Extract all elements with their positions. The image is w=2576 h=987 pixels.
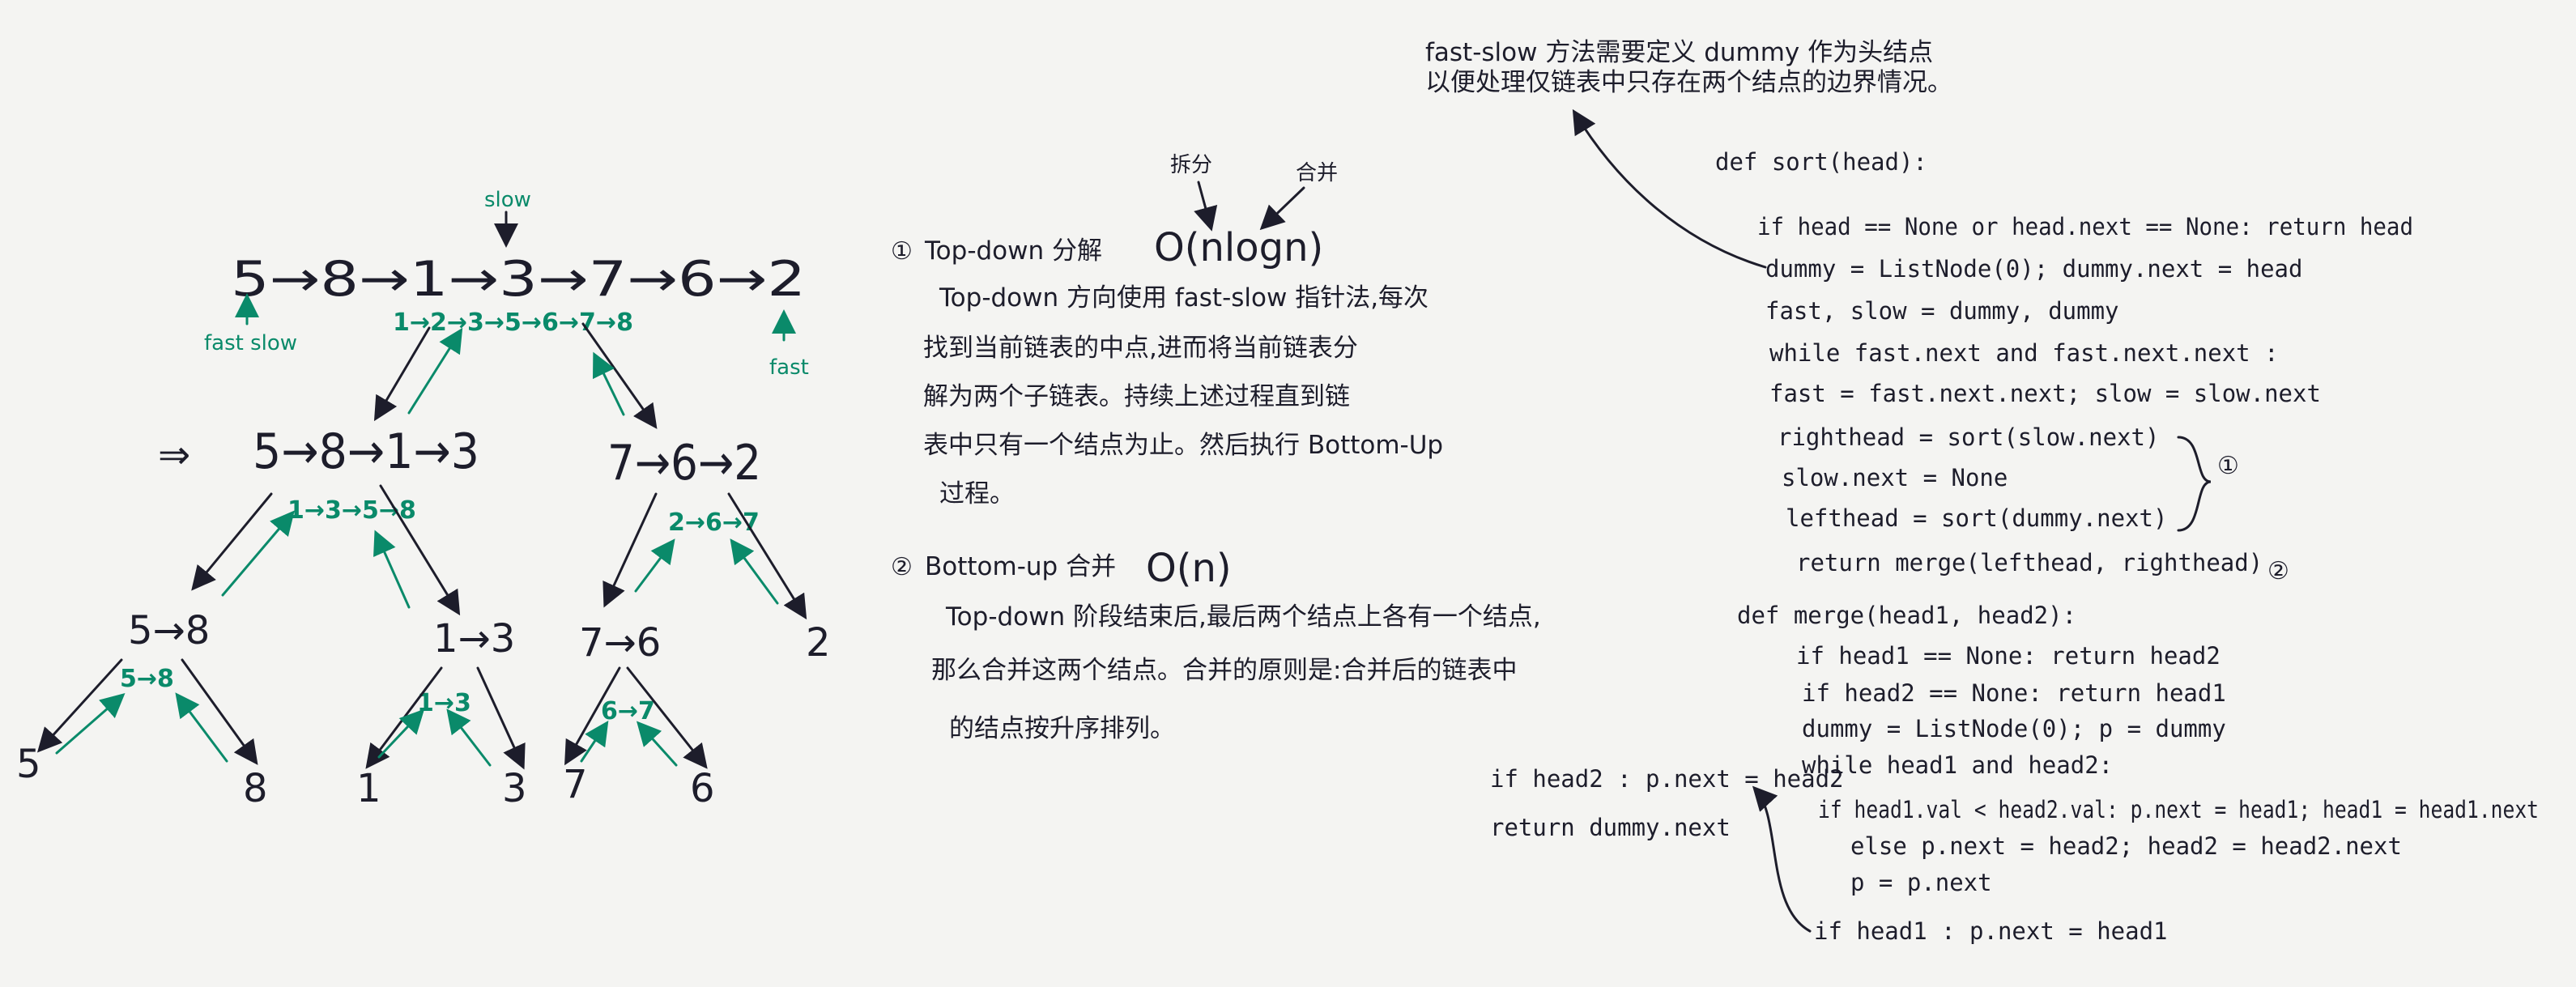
level2-list-d: 2 [806, 620, 831, 666]
split-arrow-root-left [373, 326, 431, 422]
code-panel: fast-slow 方法需要定义 dummy 作为头结点 以便处理仅链表中只存在… [1425, 38, 2539, 945]
merge-arrow-5-a [55, 693, 126, 755]
sort-line-2: dummy = ListNode(0); dummy.next = head [1765, 255, 2302, 283]
level2-list-c: 7→6 [579, 620, 661, 666]
split-arrow-l1-d [727, 492, 807, 620]
merge-line-5: if head1.val < head2.val: p.next = head1… [1818, 796, 2539, 823]
explanation-panel: 拆分 合并 ① Top-down 分解 O(nlogn) Top-down 方向… [891, 153, 1541, 743]
merge-arrow-d-l1 [730, 538, 779, 605]
merge-sort-tree: slow 5→8→1→3→7→6→2 1→2→3→5→6→7→8 fast sl… [16, 188, 831, 811]
sort-line-1: if head == None or head.next == None: re… [1757, 213, 2413, 240]
item2-line-2: 那么合并这两个结点。合并的原则是:合并后的链表中 [931, 656, 1517, 685]
merge-arrow-1-b [377, 708, 425, 759]
code-note-line-2: 以便处理仅链表中只存在两个结点的边界情况。 [1425, 68, 1952, 97]
fast-pointer-label: fast [769, 355, 809, 380]
merge-line-7: p = p.next [1850, 869, 1992, 896]
double-arrow-icon: ⇒ [158, 432, 190, 478]
merge-annotation-arrow [1259, 186, 1305, 231]
item1-line-5: 过程。 [939, 479, 1015, 508]
merge-line-6: else p.next = head2; head2 = head2.next [1850, 832, 2402, 860]
brace-bracket [2177, 436, 2212, 532]
item1-number: ① [891, 237, 913, 266]
item2-number: ② [891, 553, 913, 581]
merge-arrow-6-c [636, 721, 678, 767]
sort-line-4: while fast.next and fast.next.next : [1769, 339, 2279, 367]
level1-right-sorted: 2→6→7 [668, 508, 760, 537]
split-arrow-b-3 [476, 666, 526, 770]
merge-line-2: if head2 == None: return head1 [1802, 679, 2226, 707]
leaf-6: 6 [690, 766, 715, 811]
split-annotation-arrow [1194, 181, 1218, 232]
leaf-5: 5 [16, 742, 41, 787]
leaf-3: 3 [502, 766, 527, 811]
note-pointer-arrow [1572, 108, 1767, 269]
item1-line-4: 表中只有一个结点为止。然后执行 Bottom-Up [923, 431, 1443, 460]
root-sorted-list: 1→2→3→5→6→7→8 [393, 308, 633, 337]
sort-line-9: return merge(lefthead, righthead) [1796, 549, 2263, 576]
level2-b-sorted: 1→3 [417, 689, 471, 717]
item2-complexity: O(n) [1146, 546, 1232, 591]
return-number: ② [2267, 557, 2289, 585]
split-arrow-a-5 [36, 658, 123, 753]
item1-line-3: 解为两个子链表。持续上述过程直到链 [923, 382, 1350, 411]
item1-complexity: O(nlogn) [1154, 225, 1323, 270]
merge-line-8: if head1 : p.next = head1 [1814, 917, 2168, 945]
merge-arrow-3-b [446, 708, 492, 767]
merge-line-4: while head1 and head2: [1802, 751, 2113, 779]
root-list: 5→8→1→3→7→6→2 [231, 251, 806, 308]
sort-line-6: righthead = sort(slow.next) [1778, 423, 2159, 451]
item2-line-3: 的结点按升序排列。 [949, 714, 1175, 743]
level2-list-a: 5→8 [128, 608, 210, 653]
sort-line-8: lefthead = sort(dummy.next) [1786, 504, 2167, 532]
item1-line-2: 找到当前链表的中点,进而将当前链表分 [923, 334, 1358, 363]
code-note-line-1: fast-slow 方法需要定义 dummy 作为头结点 [1425, 38, 1933, 67]
level2-c-sorted: 6→7 [601, 697, 655, 725]
side-line-2: return dummy.next [1490, 814, 1731, 841]
merge-arrow-c-l1 [634, 538, 675, 593]
split-annotation: 拆分 [1170, 153, 1212, 177]
split-arrow-l1-c [602, 492, 658, 608]
item2-line-1: Top-down 阶段结束后,最后两个结点上各有一个结点, [945, 602, 1541, 632]
merge-def: def merge(head1, head2): [1737, 602, 2076, 629]
sort-line-5: fast = fast.next.next; slow = slow.next [1769, 380, 2321, 407]
item2-title: Bottom-up 合并 [925, 552, 1116, 581]
level2-list-b: 1→3 [433, 616, 515, 662]
item1-title: Top-down 分解 [924, 236, 1102, 266]
merge-arrow-a-l1 [221, 510, 295, 597]
split-arrow-c-7 [564, 666, 621, 766]
level1-right-list: 7→6→2 [607, 435, 761, 491]
split-arrow-a-8 [181, 658, 258, 765]
merge-arrow-b-l1 [373, 530, 411, 609]
merge-arrow-right-root [593, 351, 625, 416]
leaf-1: 1 [356, 766, 381, 811]
merge-arrow-7-c [580, 721, 609, 763]
slow-pointer-label: slow [484, 188, 531, 212]
sort-line-3: fast, slow = dummy, dummy [1765, 297, 2119, 325]
merge-arrow-8-a [175, 692, 228, 763]
merge-line-1: if head1 == None: return head2 [1796, 642, 2220, 670]
leaf-7: 7 [563, 762, 588, 807]
side-line-1: if head2 : p.next = head2 [1490, 765, 1844, 793]
merge-line-3: dummy = ListNode(0); p = dummy [1802, 715, 2226, 742]
level2-a-sorted: 5→8 [120, 665, 174, 693]
split-arrow-l1-b [379, 484, 461, 616]
leaf-8: 8 [243, 766, 268, 811]
sort-line-7: slow.next = None [1782, 464, 2008, 491]
split-arrow-root-right [581, 322, 658, 429]
merge-annotation: 合并 [1296, 161, 1338, 185]
item1-line-1: Top-down 方向使用 fast-slow 指针法,每次 [939, 283, 1429, 313]
merge-arrow-left-root [407, 327, 463, 415]
split-arrow-l1-a [191, 492, 273, 591]
level1-left-list: 5→8→1→3 [253, 423, 479, 480]
split-arrow-c-6 [626, 666, 708, 769]
sort-def: def sort(head): [1715, 148, 1927, 176]
brace-number: ① [2217, 452, 2239, 480]
side-insert-arrow [1752, 785, 1812, 933]
fast-slow-pointer-label: fast slow [204, 331, 297, 355]
